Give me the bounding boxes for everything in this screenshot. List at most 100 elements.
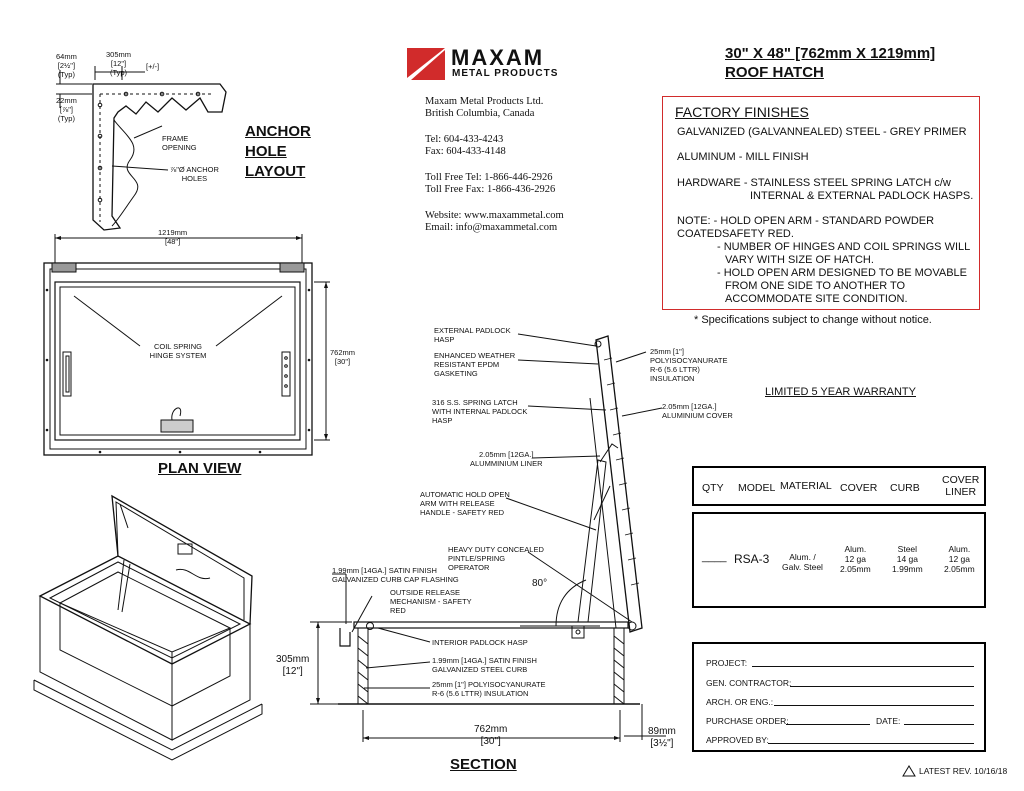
plan-width-dim-mm: 1219mm — [158, 228, 188, 237]
disclaimer: * Specifications subject to change witho… — [694, 314, 932, 326]
arm-label-line1: AUTOMATIC HOLD OPEN — [420, 490, 510, 499]
flashing-label-line1: 1.99mm [14GA.] SATIN FINISH — [332, 566, 437, 575]
contact-block: Maxam Metal Products Ltd. British Columb… — [425, 96, 564, 234]
frame-opening-label-line1: FRAME — [162, 134, 189, 143]
curb-insulation-label-line1: 25mm [1"] POLYISOCYANURATE — [432, 680, 546, 689]
project-field[interactable] — [752, 666, 974, 667]
angle-label: 80° — [532, 578, 548, 589]
col-cover-liner: COVER LINER — [942, 474, 980, 498]
drawing-title: 30" X 48" [762mm X 1219mm] ROOF HATCH — [725, 44, 935, 82]
warranty: LIMITED 5 YEAR WARRANTY — [765, 386, 916, 398]
section-flange-dim-in: [3½"] — [650, 738, 674, 749]
toll-free-phone: Toll Free Tel: 1-866-446-2926 — [425, 172, 553, 183]
cell-liner: Alum. 12 ga 2.05mm — [944, 544, 975, 574]
finish-line: ALUMINUM - MILL FINISH — [677, 151, 809, 163]
coil-spring-label-line2: HINGE SYSTEM — [149, 351, 207, 360]
finish-line: ACCOMMODATE SITE CONDITION. — [725, 293, 908, 305]
approval-form: PROJECT: GEN. CONTRACTOR: ARCH. OR ENG.:… — [692, 642, 986, 752]
gasket-label-line1: ENHANCED WEATHER — [434, 351, 516, 360]
po-field-label: PURCHASE ORDER: — [706, 716, 789, 726]
curb-insulation-label-line2: R-6 (5.6 LTTR) INSULATION — [432, 689, 529, 698]
release-label-line2: MECHANISM - SAFETY — [390, 597, 472, 606]
contractor-field[interactable] — [790, 686, 974, 687]
project-field-label: PROJECT: — [706, 658, 748, 668]
date-field-label: DATE: — [876, 716, 901, 726]
latch-label-line1: 316 S.S. SPRING LATCH — [432, 398, 518, 407]
plan-height-dim: 762mm [30"] — [330, 348, 355, 366]
cover-label-line2: ALUMINIUM COVER — [662, 411, 733, 420]
cell-cover: Alum. 12 ga 2.05mm — [840, 544, 871, 574]
section-height-dim-in: [12"] — [282, 666, 303, 677]
liner-label-line1: 2.05mm [12GA.] — [478, 450, 534, 459]
logo-sub: METAL PRODUCTS — [452, 68, 559, 79]
gasket-label-line3: GASKETING — [434, 369, 478, 378]
liner-label: 2.05mm [12GA.] ALUMMINIUM LINER — [470, 450, 543, 468]
toll-free-fax: Toll Free Fax: 1-866-436-2926 — [425, 184, 556, 195]
contractor-field-label: GEN. CONTRACTOR: — [706, 678, 792, 688]
ext-hasp-label-line1: EXTERNAL PADLOCK — [434, 326, 511, 335]
col-curb: CURB — [890, 482, 920, 494]
gasket-label-line2: RESISTANT EPDM — [434, 360, 500, 369]
frame-opening-label-line2: OPENING — [162, 143, 197, 152]
flashing-label: 1.99mm [14GA.] SATIN FINISH GALVANIZED C… — [332, 566, 459, 584]
col-qty: QTY — [702, 482, 724, 494]
latch-label: 316 S.S. SPRING LATCH WITH INTERNAL PADL… — [432, 398, 527, 425]
anchor-title-line3: LAYOUT — [245, 163, 306, 180]
pintle-label: HEAVY DUTY CONCEALED PINTLE/SPRING OPERA… — [448, 545, 544, 572]
latch-label-line2: WITH INTERNAL PADLOCK — [432, 407, 528, 416]
spec-table-row: ____ RSA-3 Alum. / Galv. Steel Alum. 12 … — [692, 512, 986, 608]
anchor-title: ANCHOR HOLE LAYOUT — [245, 122, 311, 182]
fax: Fax: 604-433-4148 — [425, 146, 506, 157]
pintle-label-line1: HEAVY DUTY CONCEALED — [448, 545, 544, 554]
ext-hasp-label-line2: HASP — [434, 335, 455, 344]
date-field[interactable] — [904, 724, 974, 725]
liner-label-line2: ALUMMINIUM LINER — [470, 459, 543, 468]
ext-hasp-label: EXTERNAL PADLOCK HASP — [434, 326, 511, 344]
cover-label: 2.05mm [12GA.] ALUMINIUM COVER — [662, 402, 733, 420]
anchor-holes-label-line2: HOLES — [181, 174, 208, 183]
anchor-dim-left-b-mm: 22mm — [56, 96, 77, 105]
approved-field[interactable] — [768, 743, 974, 744]
cell-qty: ____ — [702, 551, 727, 563]
anchor-dim-top-mm: 305mm — [106, 50, 132, 59]
finish-line: GALVANIZED (GALVANNEALED) STEEL - GREY P… — [677, 126, 967, 138]
email[interactable]: Email: info@maxammetal.com — [425, 222, 558, 233]
factory-finishes-box: FACTORY FINISHES GALVANIZED (GALVANNEALE… — [662, 96, 980, 310]
arch-field-label: ARCH. OR ENG.: — [706, 697, 774, 707]
cover-insulation-label-line2: POLYISOCYANURATE — [650, 356, 728, 365]
section-flange-dim: 89mm [3½"] — [648, 726, 676, 750]
plan-height-dim-mm: 762mm — [330, 348, 356, 357]
finish-line: - HOLD OPEN ARM DESIGNED TO BE MOVABLE — [717, 267, 968, 279]
anchor-holes-label-line1: ⅞"Ø ANCHOR — [170, 165, 219, 174]
arch-field[interactable] — [774, 705, 974, 706]
cover-insulation-label-line4: INSULATION — [650, 374, 695, 383]
finish-line: VARY WITH SIZE OF HATCH. — [725, 254, 874, 266]
plan-width-dim-in: [48"] — [165, 237, 181, 246]
col-cover: COVER — [840, 482, 878, 494]
anchor-dim-top-typ: (Typ) — [109, 68, 128, 77]
section-height-dim-mm: 305mm — [276, 654, 310, 665]
finishes-heading: FACTORY FINISHES — [675, 104, 809, 120]
website[interactable]: Website: www.maxammetal.com — [425, 210, 564, 221]
cell-material: Alum. / Galv. Steel — [782, 552, 823, 572]
curb-label-line2: GALVANIZED STEEL CURB — [432, 665, 528, 674]
arm-label-line2: ARM WITH RELEASE — [420, 499, 495, 508]
finish-line: - NUMBER OF HINGES AND COIL SPRINGS WILL — [717, 241, 971, 253]
finish-line: HARDWARE - STAINLESS STEEL SPRING LATCH … — [677, 177, 951, 189]
col-material: MATERIAL — [780, 480, 832, 492]
frame-opening-label: FRAME OPENING — [162, 134, 197, 152]
logo-brand: MAXAM — [451, 45, 545, 70]
release-label: OUTSIDE RELEASE MECHANISM - SAFETY RED — [390, 588, 472, 615]
curb-label: 1.99mm [14GA.] SATIN FINISH GALVANIZED S… — [432, 656, 537, 674]
finish-line: INTERNAL & EXTERNAL PADLOCK HASPS. — [750, 190, 974, 202]
cover-insulation-label-line3: R-6 (5.6 LTTR) — [650, 365, 700, 374]
revision-note: LATEST REV. 10/16/18 — [919, 766, 1008, 776]
finish-line: SAFETY RED. — [722, 228, 794, 240]
coil-spring-label: COIL SPRING HINGE SYSTEM — [138, 342, 218, 360]
po-field[interactable] — [786, 724, 870, 725]
cell-model: RSA-3 — [734, 552, 770, 566]
curb-label-line1: 1.99mm [14GA.] SATIN FINISH — [432, 656, 537, 665]
section-width-dim-in: [30"] — [480, 736, 501, 747]
arm-label-line3: HANDLE - SAFETY RED — [420, 508, 505, 517]
